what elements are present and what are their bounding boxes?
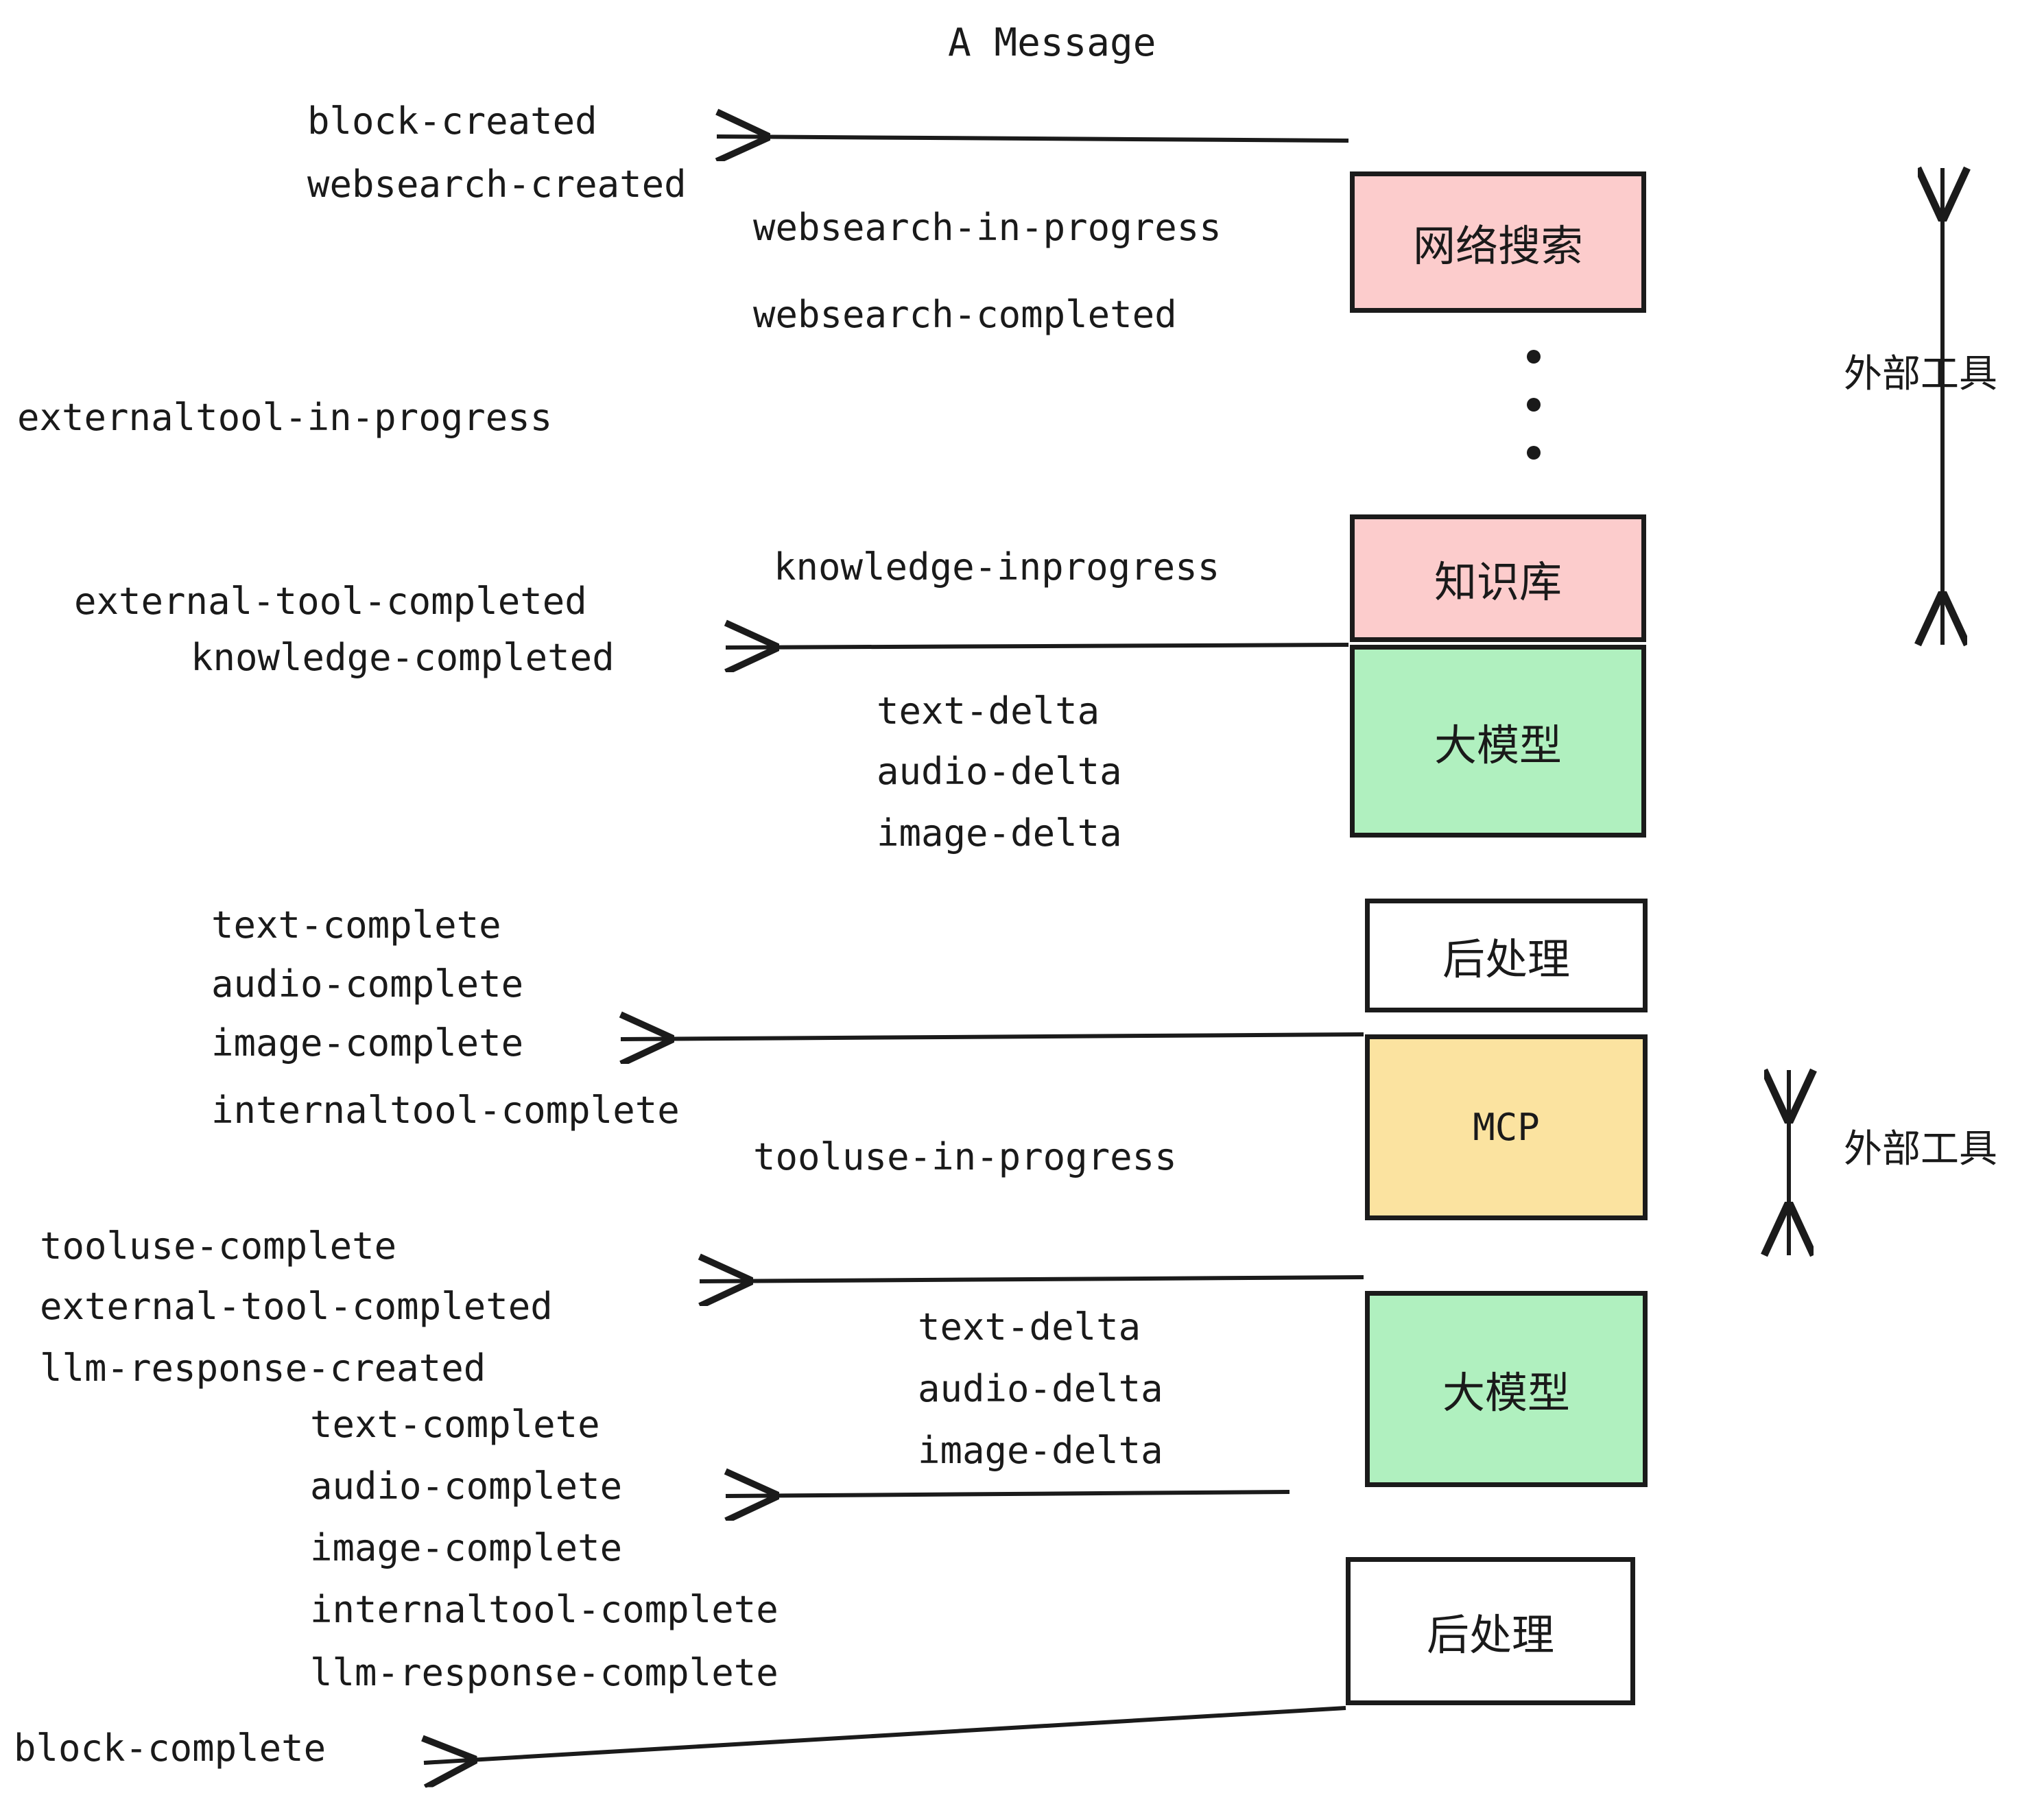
arrow-postprocess1-to-left bbox=[621, 1034, 1364, 1039]
event-external-tool-completed-1: external-tool-completed bbox=[74, 580, 587, 623]
event-tooluse-complete: tooluse-complete bbox=[40, 1224, 397, 1268]
ellipsis-dot bbox=[1527, 350, 1541, 364]
event-audio-delta-2: audio-delta bbox=[918, 1367, 1163, 1410]
arrow-mcp-to-left bbox=[700, 1277, 1364, 1281]
arrow-knowledge-to-left bbox=[726, 645, 1349, 648]
event-image-delta-1: image-delta bbox=[877, 811, 1122, 855]
event-llm-response-created: llm-response-created bbox=[40, 1346, 486, 1390]
ellipsis-dot bbox=[1527, 398, 1541, 412]
event-text-complete-1: text-complete bbox=[211, 903, 501, 947]
event-tooluse-in-progress: tooluse-in-progress bbox=[753, 1135, 1177, 1178]
event-llm-response-complete: llm-response-complete bbox=[310, 1651, 779, 1694]
node-websearch-label: 网络搜索 bbox=[1412, 221, 1583, 271]
event-block-complete: block-complete bbox=[14, 1726, 326, 1770]
event-image-delta-2: image-delta bbox=[918, 1429, 1163, 1472]
node-postprocess-2-label: 后处理 bbox=[1426, 1610, 1554, 1660]
event-knowledge-inprogress: knowledge-inprogress bbox=[774, 545, 1220, 589]
node-mcp[interactable]: MCP bbox=[1365, 1034, 1648, 1220]
event-websearch-in-progress: websearch-in-progress bbox=[753, 206, 1222, 249]
event-websearch-created: websearch-created bbox=[307, 163, 687, 206]
node-llm-1[interactable]: 大模型 bbox=[1350, 645, 1646, 838]
side-label-external-tool-bottom: 外部工具 bbox=[1844, 1127, 1997, 1172]
node-knowledge[interactable]: 知识库 bbox=[1350, 514, 1646, 642]
node-postprocess-1[interactable]: 后处理 bbox=[1365, 899, 1648, 1012]
event-external-tool-completed-2: external-tool-completed bbox=[40, 1285, 553, 1328]
ellipsis-dot bbox=[1527, 446, 1541, 460]
event-audio-complete-1: audio-complete bbox=[211, 962, 524, 1006]
event-audio-complete-2: audio-complete bbox=[310, 1464, 623, 1508]
event-text-delta-2: text-delta bbox=[918, 1305, 1141, 1349]
event-internaltool-complete-1: internaltool-complete bbox=[211, 1089, 680, 1132]
event-knowledge-completed: knowledge-completed bbox=[191, 636, 615, 679]
arrow-websearch-to-left bbox=[717, 137, 1349, 141]
vertical-ellipsis bbox=[1526, 350, 1541, 460]
node-postprocess-1-label: 后处理 bbox=[1442, 934, 1570, 984]
node-websearch[interactable]: 网络搜索 bbox=[1350, 171, 1646, 313]
node-mcp-label: MCP bbox=[1473, 1106, 1540, 1149]
event-block-created: block-created bbox=[307, 99, 597, 143]
node-llm-2[interactable]: 大模型 bbox=[1365, 1291, 1648, 1487]
node-knowledge-label: 知识库 bbox=[1434, 557, 1562, 607]
node-llm-2-label: 大模型 bbox=[1442, 1368, 1570, 1418]
side-label-external-tool-top: 外部工具 bbox=[1844, 352, 1997, 396]
arrow-postprocess2-to-left bbox=[424, 1706, 1346, 1763]
node-postprocess-2[interactable]: 后处理 bbox=[1346, 1557, 1635, 1705]
event-audio-delta-1: audio-delta bbox=[877, 750, 1122, 793]
event-image-complete-1: image-complete bbox=[211, 1021, 524, 1065]
event-image-complete-2: image-complete bbox=[310, 1526, 623, 1569]
event-internaltool-complete-2: internaltool-complete bbox=[310, 1588, 779, 1631]
event-text-complete-2: text-complete bbox=[310, 1403, 600, 1446]
event-websearch-completed: websearch-completed bbox=[753, 293, 1177, 336]
page-title: A Message bbox=[948, 21, 1156, 65]
node-llm-1-label: 大模型 bbox=[1434, 720, 1562, 770]
event-externaltool-in-progress: externaltool-in-progress bbox=[17, 396, 553, 439]
arrow-llm2-to-left bbox=[726, 1492, 1290, 1496]
event-text-delta-1: text-delta bbox=[877, 689, 1100, 733]
